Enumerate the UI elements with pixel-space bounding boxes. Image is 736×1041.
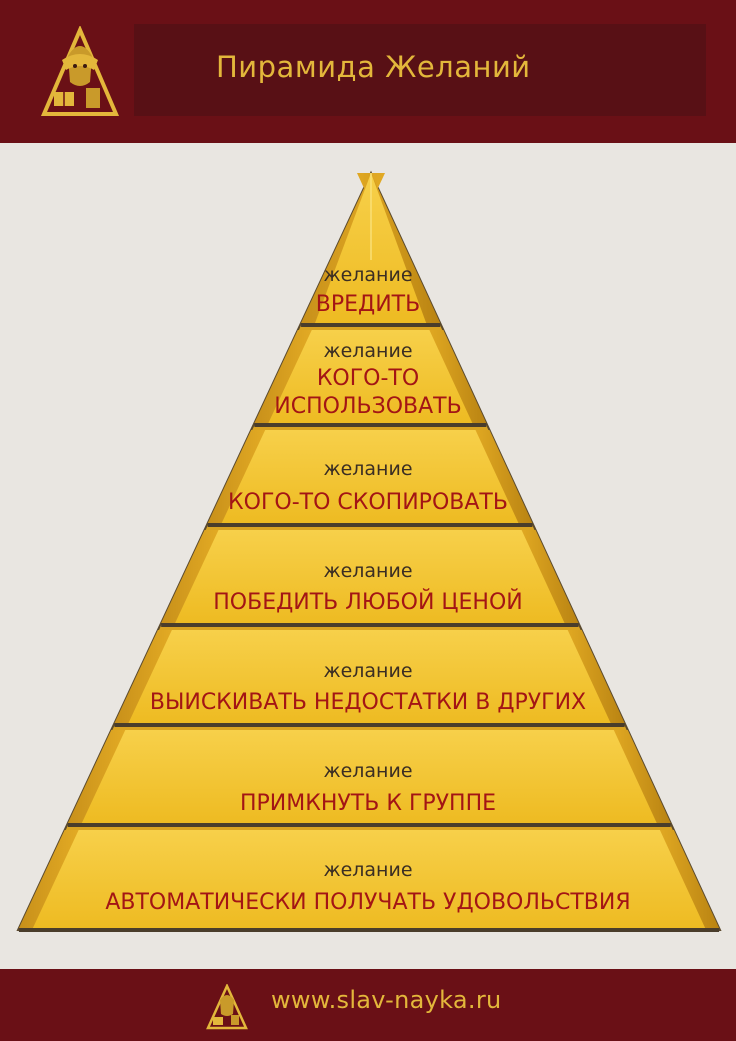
pyramid-level-face xyxy=(81,730,657,823)
level-label: ИСПОЛЬЗОВАТЬ xyxy=(274,394,461,419)
level-label: КОГО-ТО СКОПИРОВАТЬ xyxy=(228,490,508,515)
pyramid-diagram: желаниеВРЕДИТЬжеланиеКОГО-ТОИСПОЛЬЗОВАТЬ… xyxy=(16,170,722,932)
pyramid-level-face xyxy=(175,530,565,623)
page-title: Пирамида Желаний xyxy=(216,50,531,84)
pyramid-side-left xyxy=(254,330,312,423)
level-prefix: желание xyxy=(323,660,412,682)
level-label: ВЫИСКИВАТЬ НЕДОСТАТКИ В ДРУГИХ xyxy=(150,690,586,715)
level-label: ПОБЕДИТЬ ЛЮБОЙ ЦЕНОЙ xyxy=(213,589,522,615)
pyramid-side-left xyxy=(18,830,79,928)
pyramid-level-face xyxy=(128,630,611,723)
pyramid-side-right xyxy=(521,530,579,623)
footer-bar xyxy=(0,969,736,1041)
level-prefix: желание xyxy=(323,760,412,782)
pyramid-side-left xyxy=(114,630,172,723)
level-prefix: желание xyxy=(323,340,412,362)
pyramid-level-face xyxy=(221,430,519,523)
pyramid-side-right xyxy=(659,830,720,928)
pyramid-side-left xyxy=(161,530,219,623)
level-label: КОГО-ТО xyxy=(317,366,419,391)
pyramid-side-left xyxy=(67,730,126,823)
level-prefix: желание xyxy=(323,560,412,582)
pyramid-side-right xyxy=(475,430,533,523)
header-panel xyxy=(134,24,706,116)
pyramid-side-right xyxy=(613,730,671,823)
pyramid-side-right xyxy=(429,330,487,423)
sphinx-logo-icon xyxy=(40,26,120,116)
level-prefix: желание xyxy=(323,458,412,480)
pyramid-side-left xyxy=(207,430,266,523)
level-prefix: желание xyxy=(323,859,412,881)
pyramid-level-face xyxy=(268,330,473,423)
sphinx-logo-icon xyxy=(206,984,248,1030)
level-label: ПРИМКНУТЬ К ГРУППЕ xyxy=(240,791,496,816)
pyramid-side-right xyxy=(567,630,625,723)
pyramid-level-face xyxy=(32,830,706,928)
website-link[interactable]: www.slav-nayka.ru xyxy=(271,986,502,1014)
level-prefix: желание xyxy=(323,264,412,286)
level-label: АВТОМАТИЧЕСКИ ПОЛУЧАТЬ УДОВОЛЬСТВИЯ xyxy=(105,890,630,915)
level-label: ВРЕДИТЬ xyxy=(316,292,420,317)
